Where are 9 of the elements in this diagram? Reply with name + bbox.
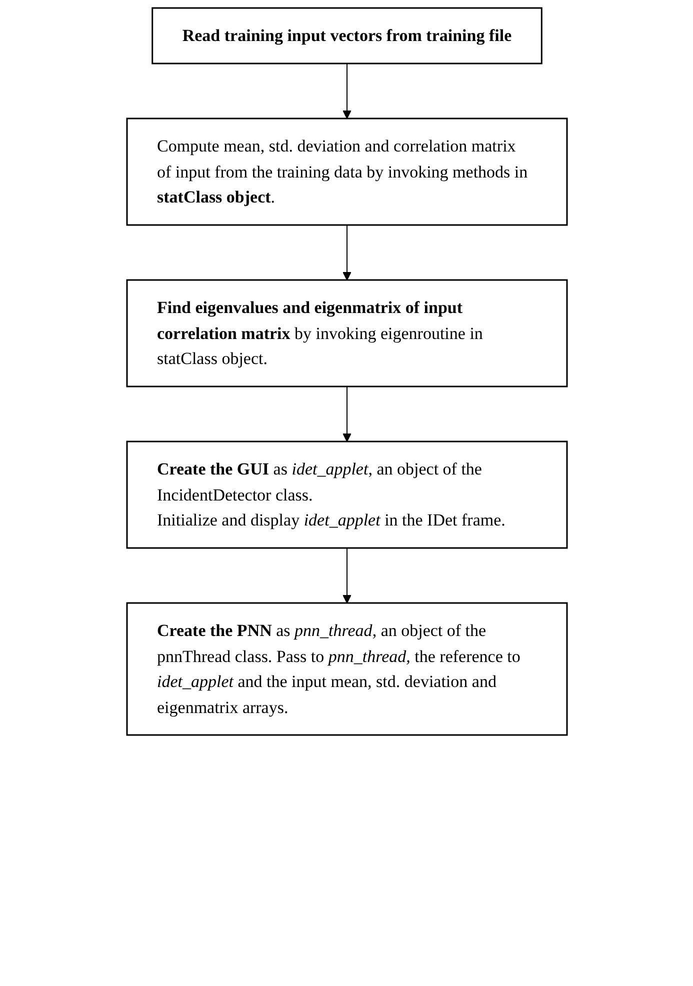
arrow [342,548,351,604]
arrow [342,224,351,280]
arrow [342,386,351,442]
arrow [342,63,351,119]
node-box: Create the PNN as pnn_thread, an object of the pnnThread class. Pass to pnn_thread, the reference to idet_applet and the input mean, std. deviation and eigenmatrix arrays. [126,602,568,736]
node-box: Read training input vectors from training file [151,7,542,64]
node-box: Compute mean, std. deviation and correlation matrix of input from the training data by invoking methods in statClass object. [126,118,568,226]
node-box: Create the GUI as idet_applet, an object of the IncidentDetector class. Initialize and display idet_applet in the IDet frame. [126,440,568,549]
node-box: Find eigenvalues and eigenmatrix of input correlation matrix by invoking eigenroutine in statClass object. [126,279,568,388]
